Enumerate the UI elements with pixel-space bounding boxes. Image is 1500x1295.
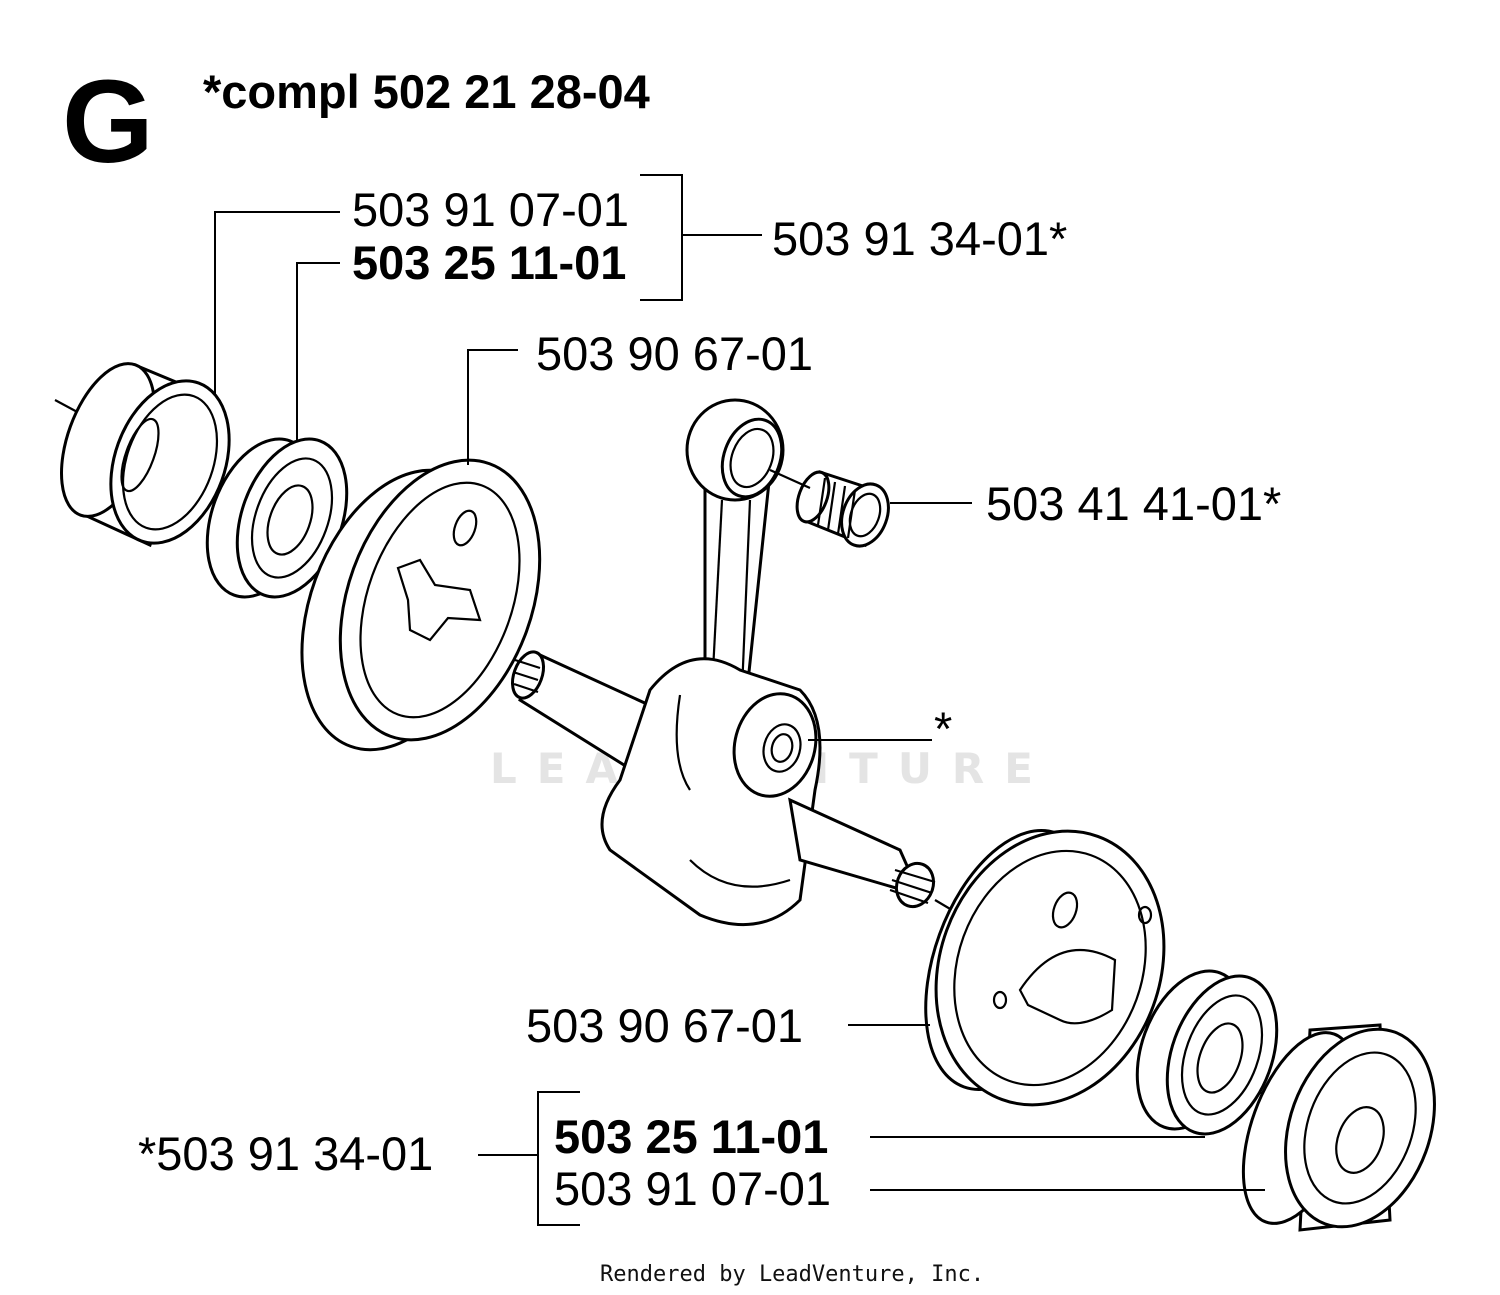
seal-right — [1241, 1023, 1436, 1232]
label-flywheel-left: 503 90 67-01 — [536, 327, 813, 380]
seal-left — [60, 362, 231, 548]
crankshaft-center — [600, 657, 822, 927]
axis-line-rod — [769, 468, 811, 490]
flywheel-right — [924, 829, 1166, 1107]
bracket-kit-bottom — [478, 1091, 580, 1226]
label-bearing-left: 503 25 11-01 — [352, 236, 626, 289]
connecting-rod — [685, 398, 785, 717]
label-crank-star: * — [934, 702, 952, 755]
leader-bearing-left — [296, 262, 340, 440]
bearing-right — [1135, 969, 1279, 1136]
leader-flywheel-left — [467, 349, 518, 465]
label-kit-bottom: *503 91 34-01 — [138, 1127, 433, 1180]
label-kit-top: 503 91 34-01* — [772, 212, 1067, 265]
needle-bearing — [795, 470, 890, 548]
label-seal-right: 503 91 07-01 — [554, 1162, 831, 1215]
section-letter: G — [62, 56, 154, 188]
shaft-right — [788, 797, 936, 909]
bearing-left — [205, 437, 349, 599]
leader-seal-left — [214, 211, 340, 395]
label-bearing-right: 503 25 11-01 — [554, 1110, 828, 1163]
flywheel-left — [300, 458, 542, 752]
credit-text: Rendered by LeadVenture, Inc. — [600, 1262, 984, 1287]
assembly-title: *compl 502 21 28-04 — [203, 65, 650, 118]
label-needle-bearing: 503 41 41-01* — [986, 477, 1281, 530]
bracket-kit-top — [640, 174, 762, 301]
label-seal-left: 503 91 07-01 — [352, 183, 629, 236]
label-flywheel-right: 503 90 67-01 — [526, 999, 803, 1052]
